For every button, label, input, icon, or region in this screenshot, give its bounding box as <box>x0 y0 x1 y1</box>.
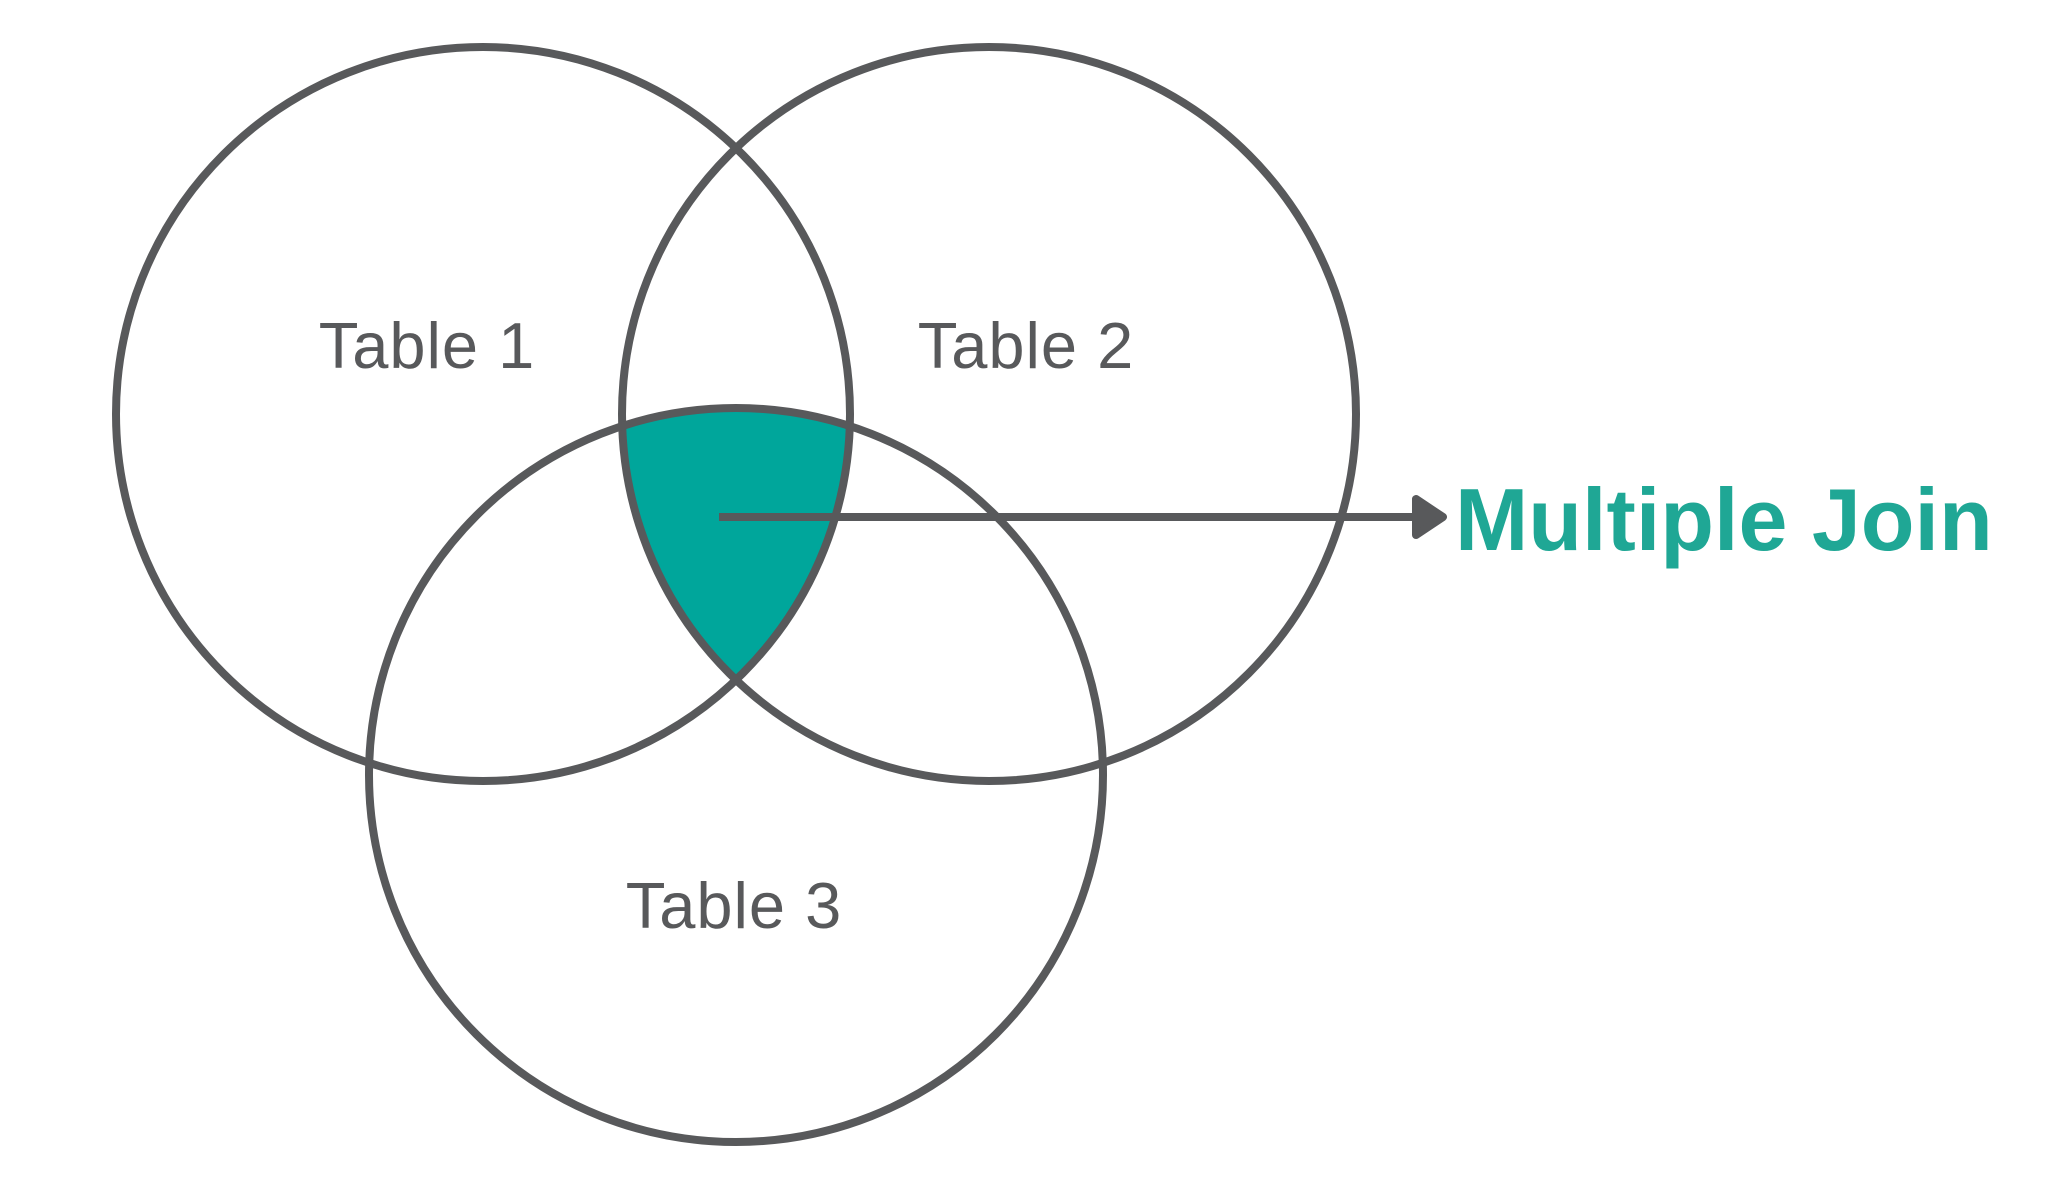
table-3-label: Table 3 <box>626 869 843 942</box>
circle-table-3 <box>365 404 1107 1146</box>
arrow-head-icon <box>1412 495 1447 539</box>
table-1-label: Table 1 <box>319 309 536 382</box>
multiple-join-label: Multiple Join <box>1455 470 1993 569</box>
circle-table-2 <box>618 43 1360 785</box>
table-2-label: Table 2 <box>918 309 1135 382</box>
circle-table-1 <box>112 43 854 785</box>
